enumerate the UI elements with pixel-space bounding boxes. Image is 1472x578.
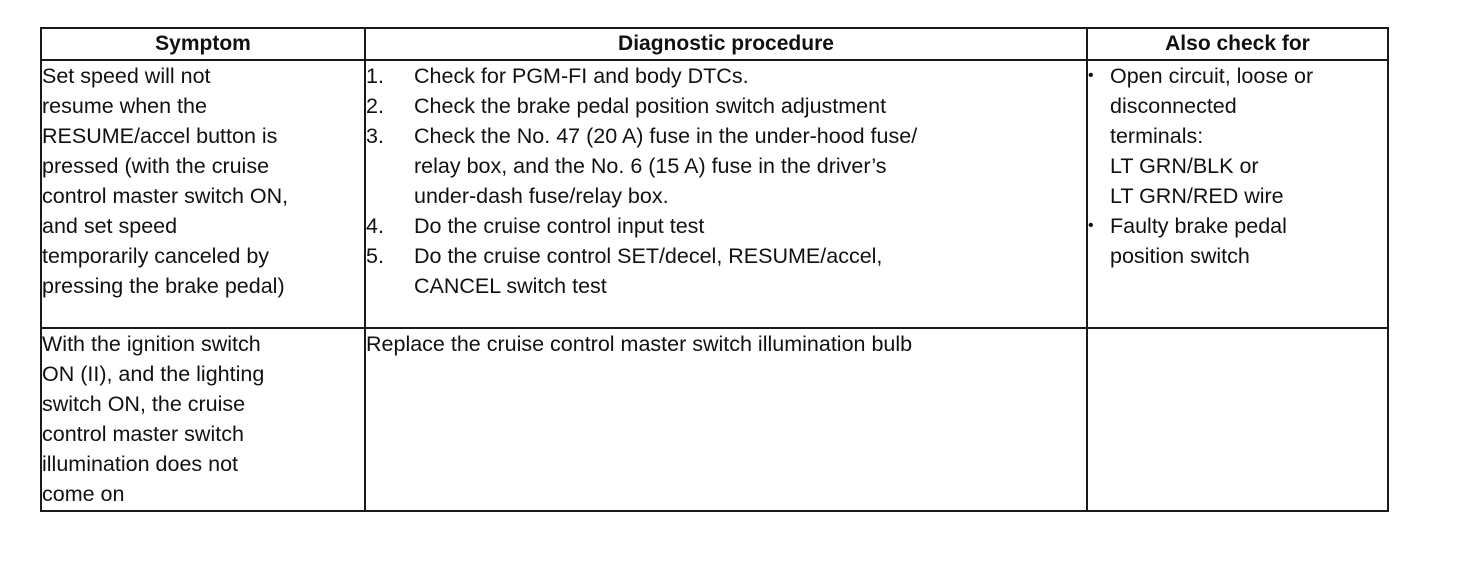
step-number: 2.	[366, 94, 384, 118]
also-check-text: Open circuit, loose or disconnected term…	[1110, 64, 1314, 208]
procedure-step: 5. Do the cruise control SET/decel, RESU…	[366, 241, 1086, 301]
header-row: Symptom Diagnostic procedure Also check …	[40, 27, 1389, 61]
bullet-icon: •	[1088, 217, 1094, 234]
procedure-step: 4. Do the cruise control input test	[366, 211, 1086, 241]
also-check-cell: • Open circuit, loose or disconnected te…	[1086, 59, 1389, 329]
diagnostic-table: Symptom Diagnostic procedure Also check …	[40, 27, 1389, 512]
step-text: Check for PGM-FI and body DTCs.	[414, 64, 749, 88]
procedure-step: 2. Check the brake pedal position switch…	[366, 91, 1086, 121]
also-check-text: Faulty brake pedal position switch	[1110, 214, 1287, 268]
procedure-cell: 1. Check for PGM-FI and body DTCs. 2. Ch…	[364, 59, 1088, 329]
also-check-item: • Open circuit, loose or disconnected te…	[1088, 61, 1387, 211]
also-check-cell	[1086, 327, 1389, 512]
also-check-list: • Open circuit, loose or disconnected te…	[1088, 61, 1387, 271]
procedure-step: 1. Check for PGM-FI and body DTCs.	[366, 61, 1086, 91]
step-text: Check the brake pedal position switch ad…	[414, 94, 887, 118]
header-symptom: Symptom	[40, 27, 366, 61]
step-text: Do the cruise control input test	[414, 214, 705, 238]
header-also-check-for: Also check for	[1086, 27, 1389, 61]
step-number: 4.	[366, 214, 384, 238]
procedure-cell: Replace the cruise control master switch…	[364, 327, 1088, 512]
table-row: Set speed will not resume when the RESUM…	[40, 59, 1389, 329]
step-number: 5.	[366, 244, 384, 268]
also-check-item: • Faulty brake pedal position switch	[1088, 211, 1387, 271]
step-text: Check the No. 47 (20 A) fuse in the unde…	[414, 124, 918, 208]
header-diagnostic-procedure: Diagnostic procedure	[364, 27, 1088, 61]
procedure-steps: 1. Check for PGM-FI and body DTCs. 2. Ch…	[366, 61, 1086, 301]
symptom-cell: Set speed will not resume when the RESUM…	[40, 59, 366, 329]
step-text: Do the cruise control SET/decel, RESUME/…	[414, 244, 883, 298]
procedure-step: 3. Check the No. 47 (20 A) fuse in the u…	[366, 121, 1086, 211]
bullet-icon: •	[1088, 67, 1094, 84]
step-number: 3.	[366, 124, 384, 148]
table-row: With the ignition switch ON (II), and th…	[40, 327, 1389, 512]
symptom-cell: With the ignition switch ON (II), and th…	[40, 327, 366, 512]
step-number: 1.	[366, 64, 384, 88]
